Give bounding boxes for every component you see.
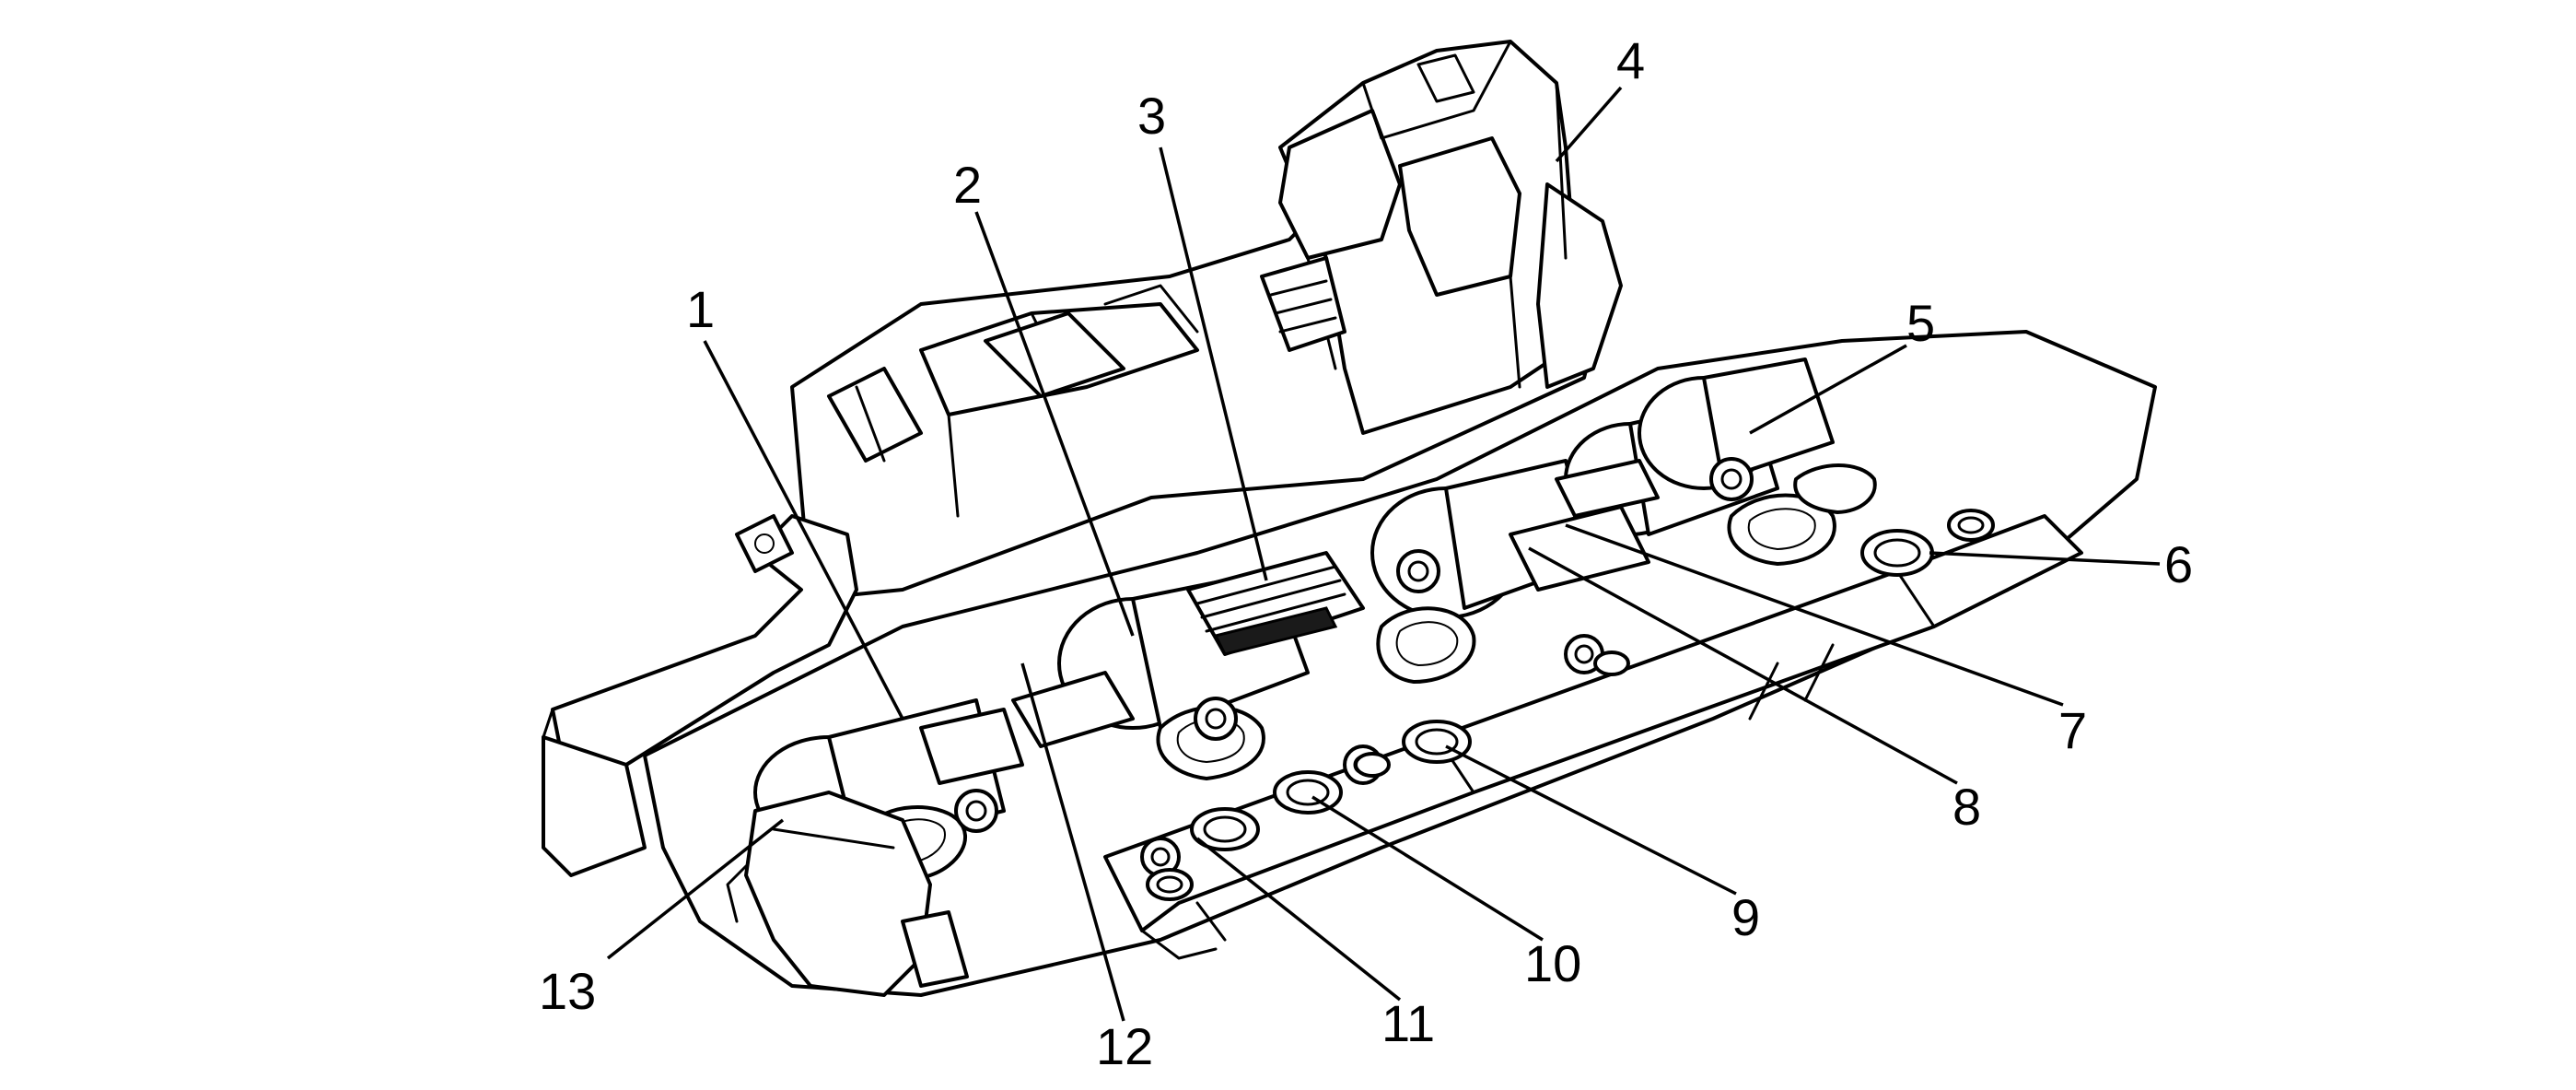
callout-8: 8 [1952, 778, 1981, 836]
callout-7: 7 [2058, 701, 2087, 759]
callout-4: 4 [1616, 31, 1645, 89]
callout-13: 13 [539, 962, 596, 1020]
left-bracket [542, 514, 858, 877]
callout-11: 11 [1381, 994, 1435, 1052]
callout-3: 3 [1137, 87, 1166, 145]
lower-left-housing [726, 791, 969, 997]
gasket-passages [864, 463, 1877, 880]
callout-6: 6 [2164, 535, 2193, 593]
callout-labels: 1 2 3 4 5 6 7 8 9 10 11 12 13 [539, 31, 2193, 1075]
callout-12: 12 [1096, 1017, 1153, 1075]
electrical-connector-housing [1260, 40, 1623, 435]
callout-5: 5 [1906, 294, 1935, 352]
callout-2: 2 [953, 156, 982, 214]
o-rings [1146, 509, 1995, 901]
actuator-assemblies [919, 459, 1660, 785]
leader-lines [606, 86, 2161, 1022]
callout-10: 10 [1524, 934, 1581, 992]
callout-1: 1 [686, 280, 715, 338]
callout-9: 9 [1731, 888, 1760, 946]
